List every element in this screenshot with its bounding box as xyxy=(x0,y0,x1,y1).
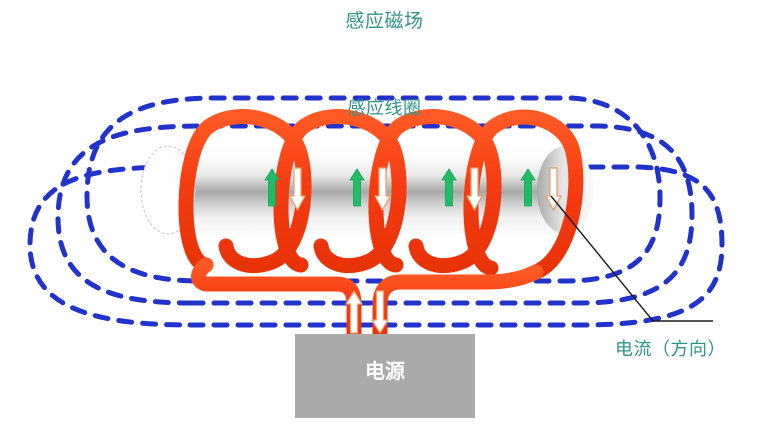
green-up-arrow-4 xyxy=(520,168,536,207)
field-line-middle xyxy=(55,123,695,306)
white-down-arrow-1 xyxy=(289,167,306,211)
arrow-down-white-group xyxy=(289,167,562,211)
power-source-box xyxy=(295,334,475,418)
lead-arrow-up xyxy=(345,290,363,334)
field-line-inner xyxy=(84,95,663,284)
induction-coil-label: 感应线圈 xyxy=(347,98,422,119)
leader-diagonal xyxy=(550,195,654,322)
current-label-leader xyxy=(550,195,713,322)
lead-arrow-down xyxy=(371,290,389,334)
power-source-label: 电源 xyxy=(365,359,405,383)
coil-current-arrows xyxy=(264,167,562,211)
current-direction-label: 电流（方向） xyxy=(615,339,726,360)
green-up-arrow-2 xyxy=(349,168,365,207)
coil-turn-4 xyxy=(463,109,584,280)
lead-wire-arrows xyxy=(345,290,389,334)
coil-lead-right xyxy=(372,264,544,348)
white-down-arrow-2 xyxy=(374,167,391,211)
arrow-up-green-group xyxy=(264,168,536,207)
green-up-arrow-3 xyxy=(441,168,457,207)
white-down-arrow-3 xyxy=(466,167,483,211)
magnetic-field-label: 感应磁场 xyxy=(345,10,424,32)
green-up-arrow-1 xyxy=(264,168,280,207)
